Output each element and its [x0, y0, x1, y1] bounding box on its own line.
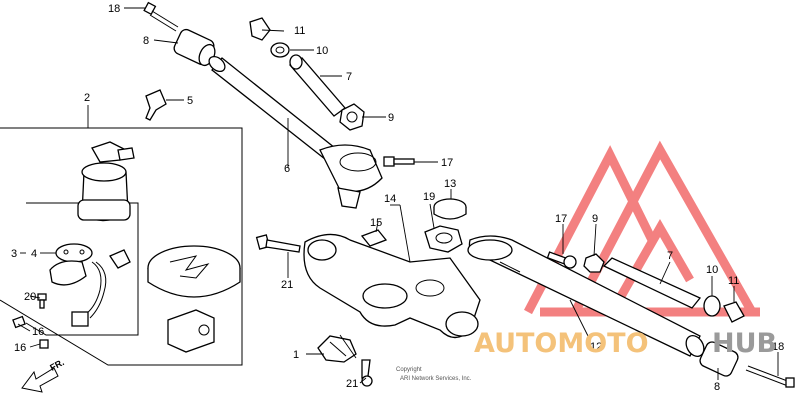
callout-9-right: 9: [592, 213, 598, 225]
cap-13: [433, 198, 467, 220]
nut-9-top: [339, 103, 365, 131]
callout-7-right: 7: [667, 250, 673, 262]
watermark-text: AUTOMOTO HUB: [474, 328, 777, 359]
right-handlebar-12: [467, 235, 705, 357]
top-bridge-14: [303, 233, 481, 339]
callout-4: 4: [31, 248, 37, 260]
callout-7-top: 7: [346, 71, 352, 83]
callout-2: 2: [84, 92, 90, 104]
callout-18-right: 18: [772, 341, 784, 353]
screw-16-b: [39, 339, 49, 349]
lock-cylinder-box: [167, 309, 215, 353]
callout-20: 20: [24, 291, 36, 303]
copyright-notice: Copyright ARI Network Services, Inc.: [396, 367, 472, 382]
watermark-part-1: AUTOMOTO: [474, 328, 649, 359]
callout-21-bottom: 21: [346, 378, 358, 390]
clip-11-right: [723, 301, 745, 323]
collar-10-top: [270, 42, 290, 58]
callout-16-b: 16: [14, 342, 26, 354]
callout-16-a: 16: [32, 326, 44, 338]
callout-11-top: 11: [294, 25, 305, 37]
ignition-contact-base: [49, 243, 131, 327]
end-weight-8-top: [173, 28, 216, 67]
copyright-line-2: ARI Network Services, Inc.: [400, 376, 472, 382]
callout-15: 15: [370, 217, 382, 229]
bolt-18-top: [143, 1, 179, 32]
washer-15: [360, 229, 388, 247]
bolt-21-middle: [255, 234, 301, 253]
bolt-17-top: [383, 156, 415, 167]
clamp-1: [317, 335, 357, 363]
fr-label: FR.: [48, 357, 65, 373]
callout-9-top: 9: [388, 112, 394, 124]
callout-13: 13: [444, 178, 456, 190]
callout-11-right: 11: [728, 275, 739, 287]
copyright-line-1: Copyright: [396, 367, 422, 373]
leader-lines: [17, 7, 779, 384]
callout-12: 12: [590, 341, 602, 353]
front-direction-arrow: FR.: [21, 357, 66, 393]
ignition-switch-body: [77, 141, 135, 222]
callout-18-top: 18: [108, 3, 120, 15]
callout-labels: 18 8 11 10 7 9 5 2 6 17 13 19 14 15 3 4 …: [11, 3, 784, 393]
callout-1: 1: [293, 349, 299, 361]
callout-5: 5: [187, 95, 193, 107]
callout-8-right: 8: [714, 381, 720, 393]
callout-19: 19: [423, 191, 435, 203]
clip-11-top: [249, 17, 271, 41]
callout-17-right: 17: [555, 213, 567, 225]
callout-10-top: 10: [316, 45, 328, 57]
callout-6: 6: [284, 163, 290, 175]
watermark-part-2: HUB: [712, 328, 777, 359]
bolt-21-bottom: [361, 359, 373, 387]
callout-10-right: 10: [706, 264, 718, 276]
stem-nut-19: [424, 225, 463, 253]
pipe-7-top: [288, 54, 346, 117]
end-weight-8-right: [699, 341, 739, 377]
key-5: [145, 89, 167, 121]
pipe-7-right: [602, 257, 702, 309]
bolt-17-right: [546, 251, 577, 269]
fuel-cap-cover: [147, 245, 241, 298]
callout-3: 3: [11, 248, 17, 260]
nut-9-right: [583, 253, 605, 273]
callout-14: 14: [384, 193, 396, 205]
left-handlebar-6: [208, 55, 383, 209]
callout-17-top: 17: [441, 157, 453, 169]
screw-20: [37, 293, 47, 309]
collar-10-right: [703, 295, 721, 317]
callout-21-middle: 21: [281, 279, 293, 291]
bolt-18-right: [745, 365, 795, 388]
callout-8-top: 8: [143, 35, 149, 47]
screw-16-a: [12, 315, 26, 329]
